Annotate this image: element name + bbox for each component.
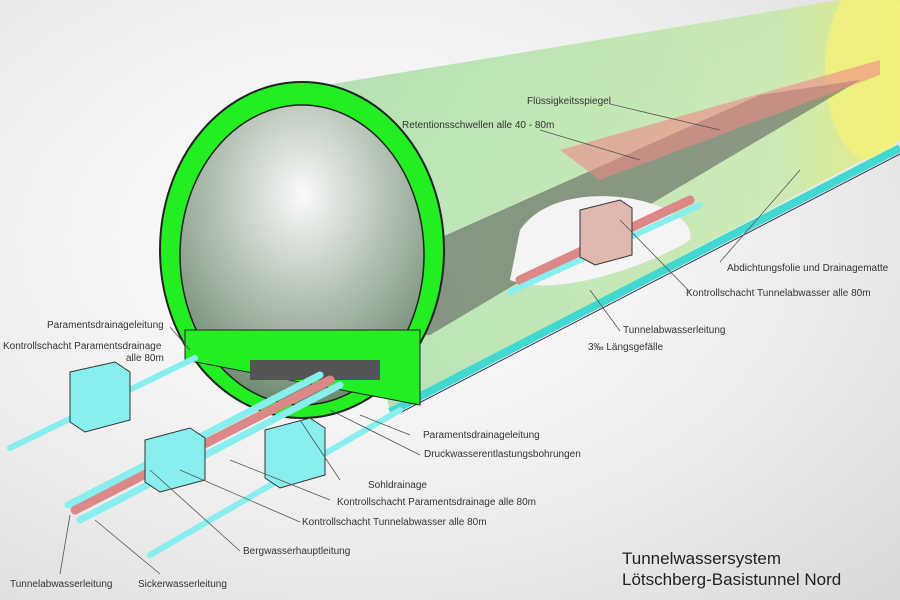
label-bergwasser: Bergwasserhauptleitung xyxy=(243,546,351,557)
label-fluessigkeitsspiegel: Flüssigkeitsspiegel xyxy=(527,96,611,107)
title-line-2: Lötschberg-Basistunnel Nord xyxy=(622,570,842,589)
label-kontrollschacht-parament-left-2: alle 80m xyxy=(126,353,164,364)
label-druckwasser: Druckwasserentlastungsbohrungen xyxy=(424,449,581,460)
label-kontrollschacht-tunnelabwasser-right: Kontrollschacht Tunnelabwasser alle 80m xyxy=(686,288,871,299)
label-kontrollschacht-parament-mid: Kontrollschacht Paramentsdrainage alle 8… xyxy=(337,497,536,508)
liquid-level xyxy=(560,60,880,180)
control-shafts xyxy=(69,199,633,493)
label-laengsgefaelle: 3‰ Längsgefälle xyxy=(588,342,664,353)
diagram-title: Tunnelwassersystem Lötschberg-Basistunne… xyxy=(622,548,841,590)
label-kontrollschacht-parament-left: Kontrollschacht Paramentsdrainage xyxy=(3,341,162,352)
label-kontrollschacht-tunnelabwasser-mid: Kontrollschacht Tunnelabwasser alle 80m xyxy=(302,517,487,528)
label-sohldrainage: Sohldrainage xyxy=(368,480,427,491)
label-tunnelabwasserleitung-bottom: Tunnelabwasserleitung xyxy=(10,579,113,590)
leader-lines xyxy=(59,103,801,575)
drainage-mat xyxy=(388,144,900,416)
label-sickerwasser: Sickerwasserleitung xyxy=(138,579,227,590)
label-paramentsdrainageleitung-left: Paramentsdrainageleitung xyxy=(47,320,164,331)
label-paramentsdrainageleitung-mid: Paramentsdrainageleitung xyxy=(423,430,540,441)
title-line-1: Tunnelwassersystem xyxy=(622,549,782,568)
label-tunnelabwasserleitung-right: Tunnelabwasserleitung xyxy=(623,325,726,336)
label-abdichtungsfolie: Abdichtungsfolie und Drainagematte xyxy=(727,263,889,274)
label-retentionsschwellen: Retentionsschwellen alle 40 - 80m xyxy=(402,120,555,131)
